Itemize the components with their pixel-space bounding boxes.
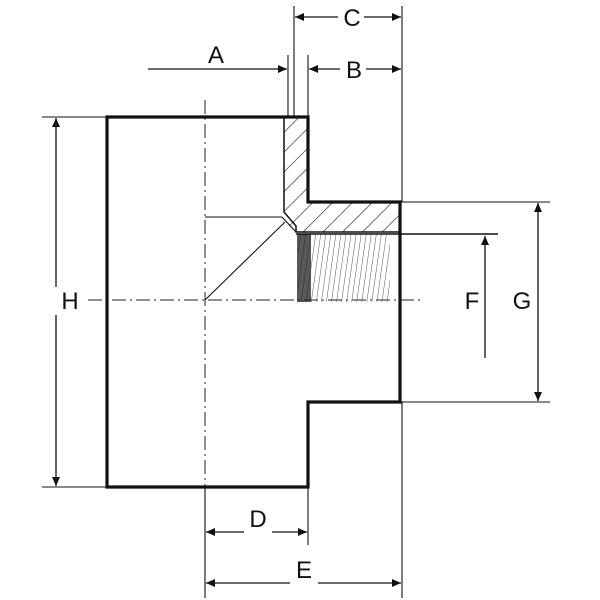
wall-outline <box>283 117 400 233</box>
dim-label-a: A <box>208 42 224 69</box>
dim-label-e: E <box>296 557 312 584</box>
label-e-background <box>290 556 318 586</box>
dim-label-c: C <box>343 5 360 32</box>
bore-small-step <box>281 216 297 233</box>
extension-lines <box>42 6 550 598</box>
thread-start-band <box>297 234 311 302</box>
bore-lines <box>204 216 297 301</box>
wall-hatch-vertical <box>284 117 400 232</box>
label-d-background <box>244 505 272 535</box>
thread-fill <box>298 234 390 302</box>
wall-section <box>283 117 400 233</box>
dim-label-f: F <box>465 288 480 315</box>
dim-label-d: D <box>249 506 266 533</box>
label-b-background <box>340 54 366 82</box>
dimension-labels: A B C D E F G H <box>43 2 531 586</box>
bore-cone-line <box>204 221 286 301</box>
dim-label-h: H <box>61 288 78 315</box>
label-h-background <box>43 287 71 315</box>
dim-label-g: G <box>513 288 532 315</box>
dim-label-b: B <box>346 57 362 84</box>
label-c-background <box>338 2 364 30</box>
thread-section <box>296 233 498 302</box>
